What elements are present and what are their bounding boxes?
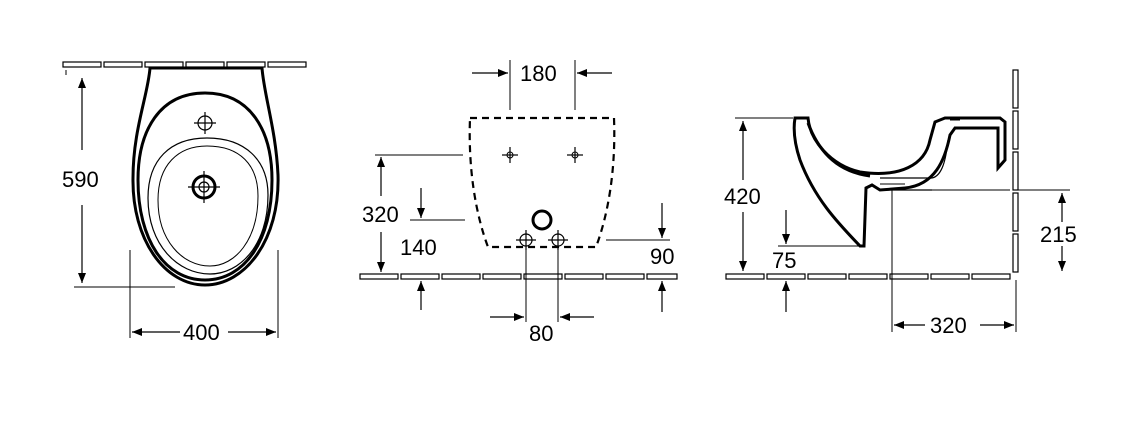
top-view-inner-basin <box>147 137 269 275</box>
dim-215-label: 215 <box>1040 222 1077 247</box>
top-view-rim <box>136 91 274 282</box>
dim-90-label: 90 <box>650 244 674 269</box>
dim-400-label: 400 <box>183 320 220 345</box>
dim-80-label: 80 <box>529 321 553 346</box>
side-view-320-dimension: 320 <box>891 190 1017 338</box>
dim-420-label: 420 <box>724 184 761 209</box>
top-view-depth-dimension: 590 <box>62 70 175 288</box>
front-view: 180 320 140 80 90 <box>359 60 678 346</box>
front-view-bidet-outline <box>468 116 616 249</box>
top-view-inner-basin-edge <box>157 145 259 267</box>
top-view-bowl-outline <box>131 66 280 287</box>
dim-75-label: 75 <box>772 248 796 273</box>
top-view-tap-hole <box>194 112 216 134</box>
side-view-bidet-profile <box>792 116 1007 248</box>
dim-320-label: 320 <box>362 202 399 227</box>
front-view-drain-hole <box>531 209 553 231</box>
dim-side-320-label: 320 <box>930 313 967 338</box>
side-view-wall <box>1012 69 1019 273</box>
dim-590-label: 590 <box>62 167 99 192</box>
front-view-height-dimensions: 320 140 <box>362 154 465 310</box>
side-view-75-dimension: 75 <box>772 210 862 312</box>
top-view-width-dimension: 400 <box>129 250 279 345</box>
side-view-inlet <box>880 119 1010 191</box>
front-view-180-dimension: 180 <box>472 60 612 110</box>
dim-140-label: 140 <box>400 235 437 260</box>
top-view-drain-icon <box>188 171 220 203</box>
front-view-lower-bolt-holes <box>516 230 568 250</box>
side-view-420-dimension: 420 <box>724 117 793 271</box>
top-view: 590 400 <box>62 61 307 345</box>
side-view-215-dimension: 215 <box>1018 189 1077 271</box>
front-view-upper-mounting-holes <box>502 147 583 163</box>
front-view-90-dimension: 90 <box>606 203 674 312</box>
front-view-floor-tiles <box>359 273 678 280</box>
dim-180-label: 180 <box>520 61 557 86</box>
front-view-80-dimension: 80 <box>490 250 594 346</box>
side-view-bowl-inner <box>806 122 871 178</box>
side-view-floor-tiles <box>725 273 1011 280</box>
side-view: 420 75 215 320 <box>724 69 1077 338</box>
top-view-wall-tiles <box>62 61 307 68</box>
